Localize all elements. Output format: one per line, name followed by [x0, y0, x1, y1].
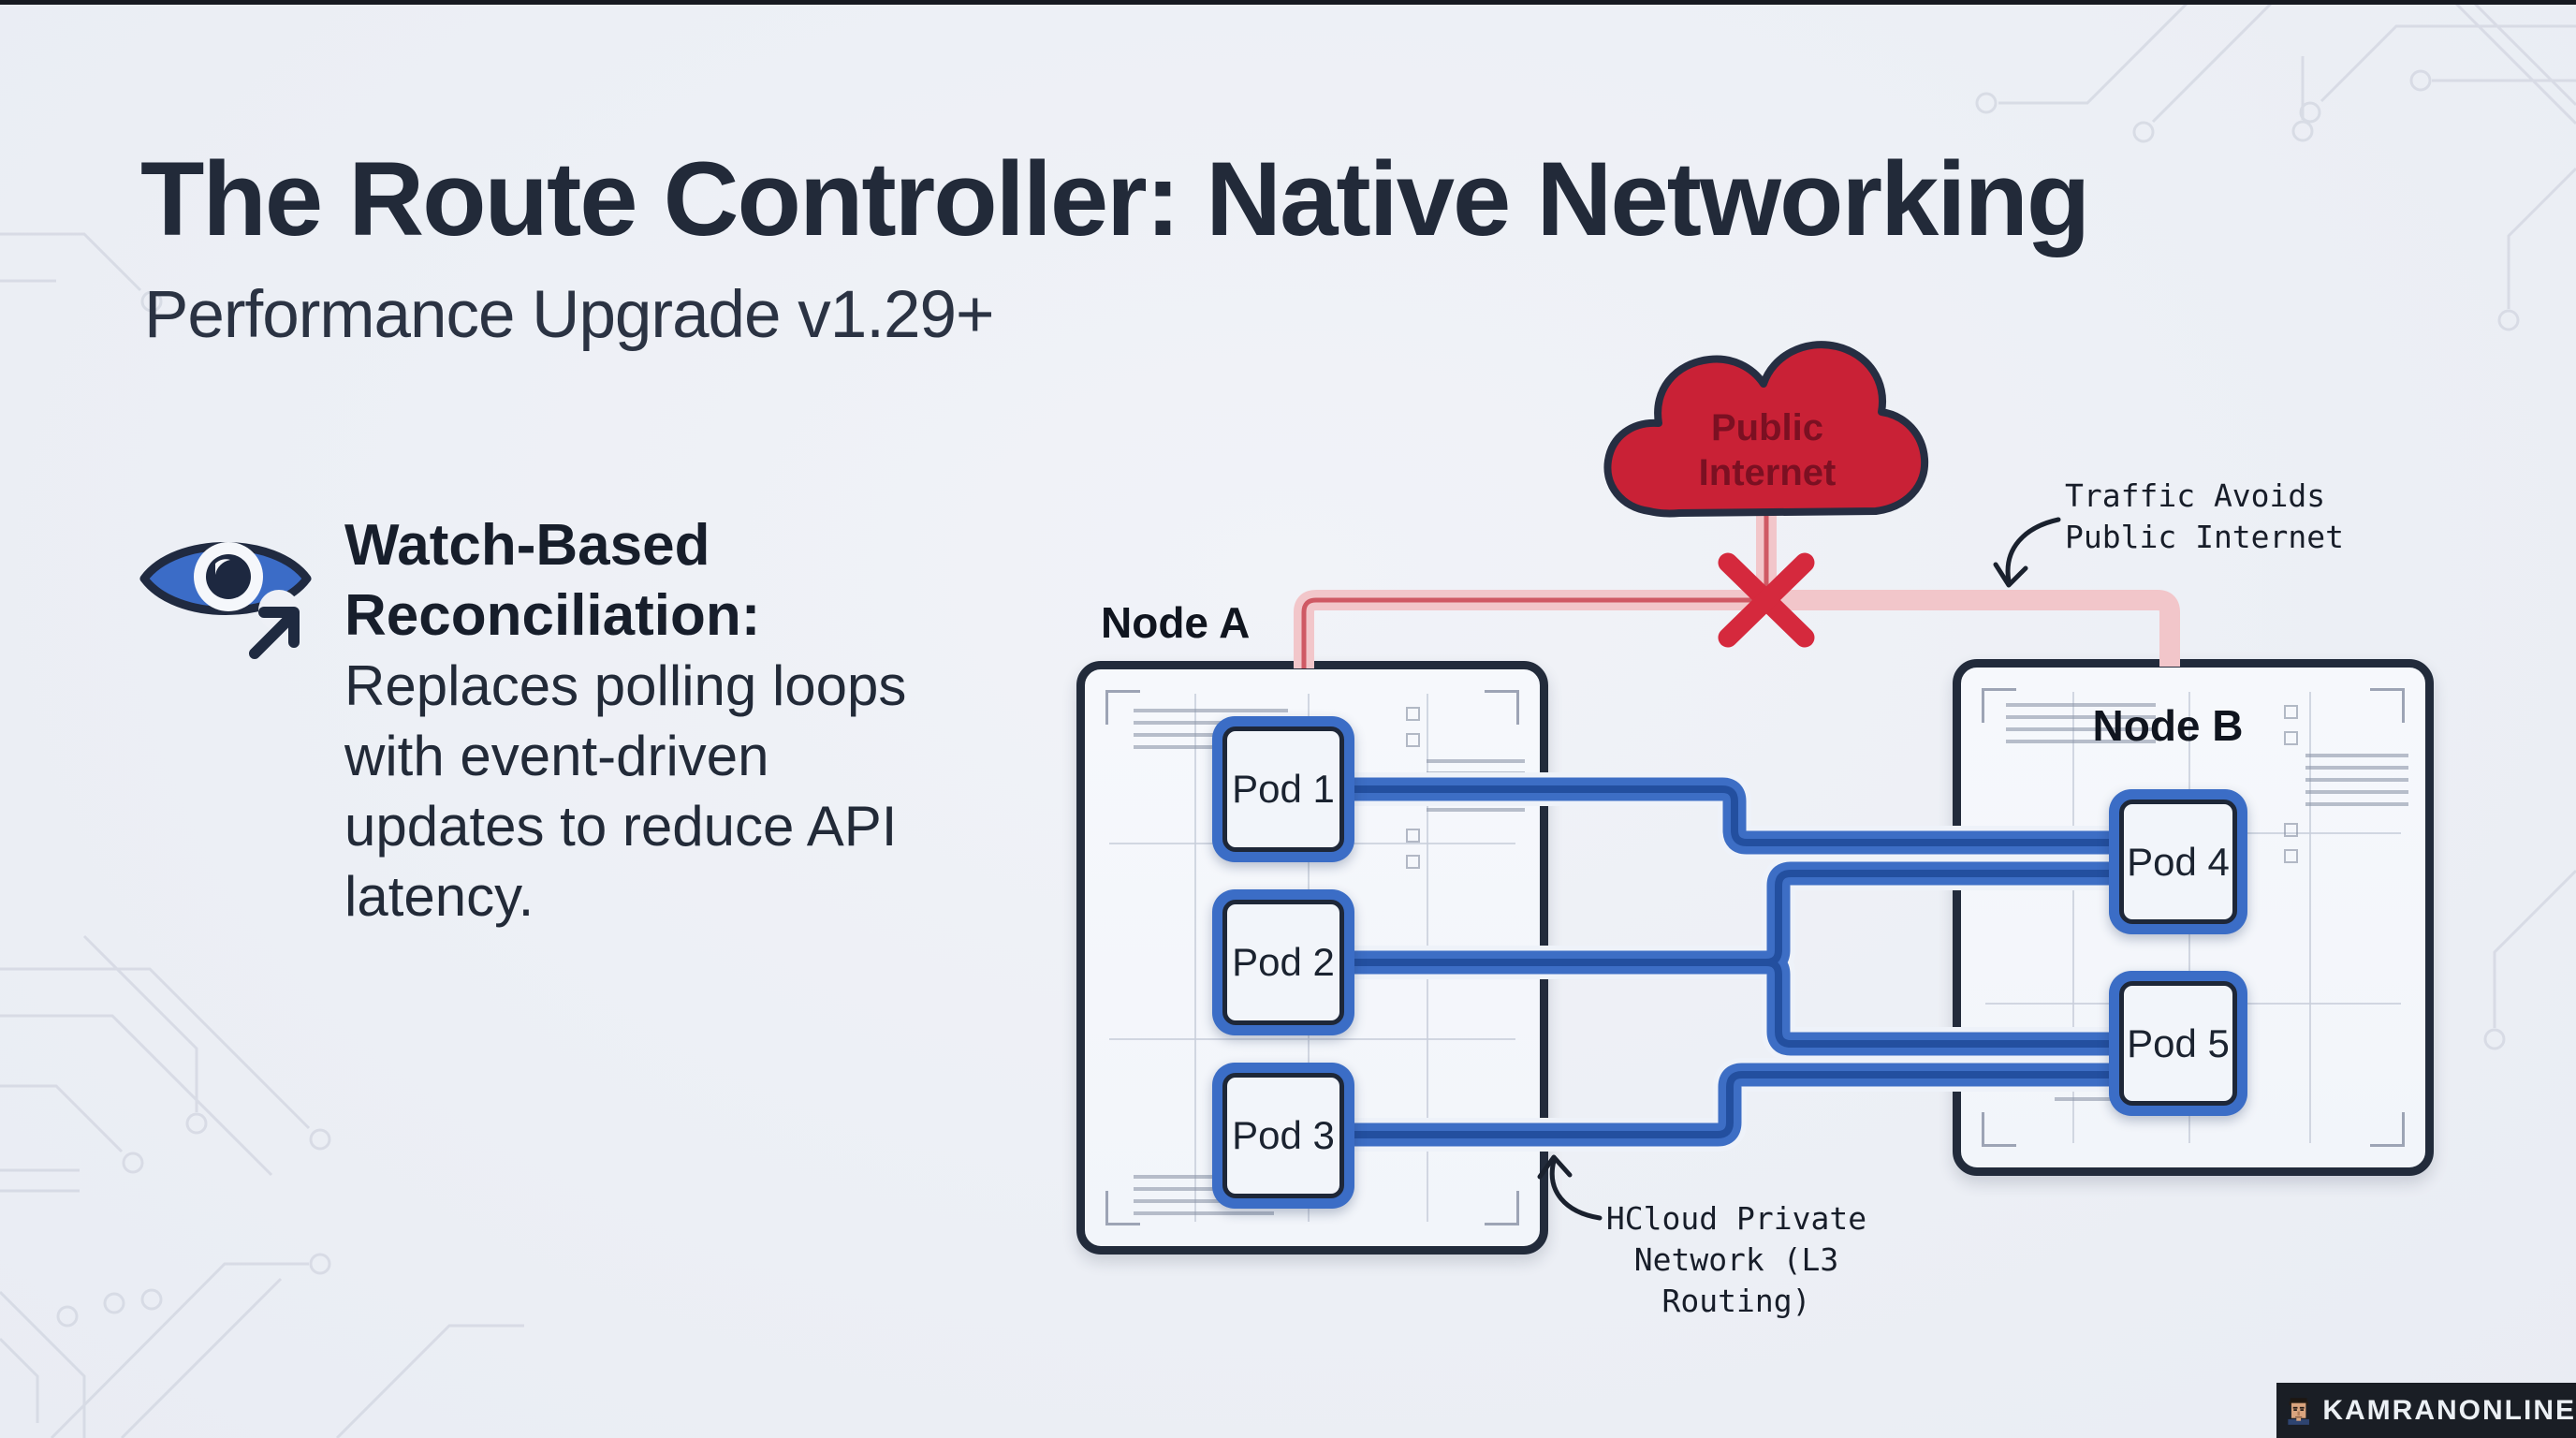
eye-arrow-icon — [139, 542, 312, 659]
annotation-line: Public Internet — [2065, 519, 2345, 555]
node-a-label: Node A — [1101, 598, 1251, 647]
blueprint-glyph — [1406, 855, 1420, 869]
blueprint-glyph — [2284, 849, 2298, 863]
top-edge-strip — [0, 0, 2576, 5]
watermark-text: KAMRANONLINE — [2322, 1394, 2576, 1426]
blueprint-corner — [1105, 690, 1140, 725]
blueprint-glyph — [1406, 733, 1420, 747]
feature-body-line: Replaces polling loops — [344, 654, 907, 717]
blueprint-grid-line — [2309, 692, 2311, 1143]
blueprint-corner — [2370, 688, 2405, 723]
feature-body-line: with event-driven — [344, 725, 769, 787]
watermark-bar: KAMRANONLINE — [2276, 1383, 2576, 1438]
blueprint-grid-line — [1109, 1038, 1515, 1041]
blueprint-corner — [1982, 1112, 2016, 1147]
blueprint-text — [2305, 754, 2408, 806]
blueprint-corner — [1485, 690, 1519, 725]
pod-3: Pod 3 — [1212, 1063, 1354, 1209]
blueprint-corner — [1105, 1191, 1140, 1225]
pod-2: Pod 2 — [1212, 889, 1354, 1035]
blueprint-corner — [1485, 1191, 1519, 1225]
blueprint-glyph — [1406, 707, 1420, 721]
blueprint-glyph — [2284, 705, 2298, 719]
feature-body-line: updates to reduce API — [344, 795, 898, 858]
pod-label: Pod 3 — [1222, 1073, 1344, 1198]
feature-heading-line: Reconciliation: — [344, 583, 761, 648]
blueprint-text — [1427, 759, 1525, 814]
blueprint-glyph — [2284, 731, 2298, 745]
pod-5: Pod 5 — [2109, 971, 2247, 1116]
public-internet-cloud: Public Internet — [1603, 341, 1929, 518]
blueprint-grid-line — [1193, 694, 1196, 1222]
node-b-label: Node B — [2092, 701, 2244, 750]
blueprint-corner — [2370, 1112, 2405, 1147]
page-subtitle: Performance Upgrade v1.29+ — [144, 278, 994, 352]
feature-text-block: Watch-Based Reconciliation: Replaces pol… — [344, 510, 906, 932]
traffic-avoids-annotation: Traffic Avoids Public Internet — [2065, 476, 2344, 558]
cloud-label-line: Internet — [1699, 452, 1837, 493]
annotation-line: Routing) — [1661, 1283, 1811, 1319]
page-title: The Route Controller: Native Networking — [140, 140, 2090, 257]
pod-1: Pod 1 — [1212, 716, 1354, 862]
annotation-line: Network (L3 — [1633, 1241, 1839, 1278]
blueprint-corner — [1982, 688, 2016, 723]
pod-label: Pod 5 — [2119, 981, 2237, 1106]
blueprint-glyph — [1406, 829, 1420, 843]
blueprint-glyph — [2284, 823, 2298, 837]
annotation-line: Traffic Avoids — [2065, 477, 2326, 514]
annotation-line: HCloud Private — [1605, 1200, 1867, 1237]
cloud-label-line: Public — [1711, 407, 1823, 448]
feature-body-line: latency. — [344, 865, 534, 928]
hcloud-network-annotation: HCloud Private Network (L3 Routing) — [1554, 1198, 1919, 1322]
pod-label: Pod 2 — [1222, 900, 1344, 1025]
feature-heading-line: Watch-Based — [344, 513, 710, 578]
pod-label: Pod 4 — [2119, 800, 2237, 924]
blueprint-text — [2006, 703, 2156, 748]
pod-label: Pod 1 — [1222, 726, 1344, 852]
pod-4: Pod 4 — [2109, 789, 2247, 934]
pixel-avatar — [2288, 1397, 2309, 1425]
